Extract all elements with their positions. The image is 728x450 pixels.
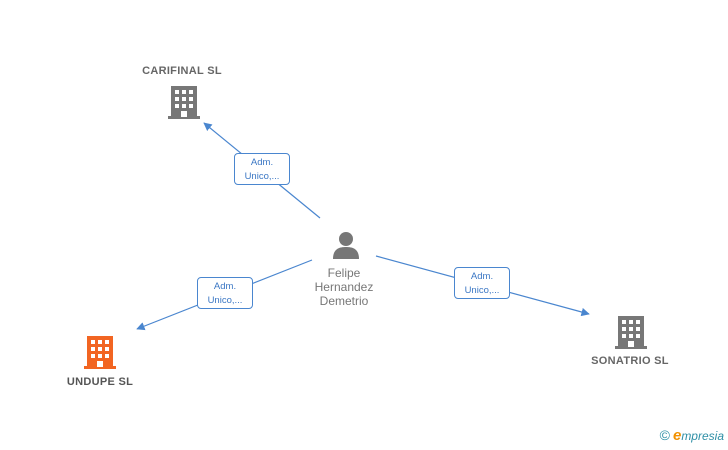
copyright-symbol: ©	[659, 427, 670, 443]
building-icon[interactable]	[168, 84, 200, 120]
brand-logo-e: e	[672, 427, 682, 444]
edge-role-line1: Adm.	[213, 281, 237, 292]
edge-role-line1: Adm.	[250, 157, 274, 168]
empresia-watermark: ©empresia	[660, 427, 724, 444]
edge-role-line2: Unico,...	[244, 171, 280, 182]
person-name-last: Demetrio	[319, 294, 369, 308]
edge-role-line2: Unico,...	[464, 285, 500, 296]
person-name-middle: Hernandez	[314, 280, 374, 294]
brand-name: mpresia	[681, 429, 724, 443]
edge-role-line1: Adm.	[470, 271, 494, 282]
company-label-carifinal[interactable]: CARIFINAL SL	[142, 65, 222, 77]
company-label-undupe[interactable]: UNDUPE SL	[66, 376, 134, 388]
person-name-first: Felipe	[327, 266, 361, 280]
person-icon[interactable]	[332, 230, 360, 260]
edge-role-line2: Unico,...	[207, 295, 243, 306]
company-label-sonatrio[interactable]: SONATRIO SL	[591, 355, 669, 367]
person-name[interactable]: Felipe Hernandez Demetrio	[294, 266, 394, 308]
building-icon[interactable]	[84, 334, 116, 370]
building-icon[interactable]	[615, 314, 647, 350]
edge-label-carifinal[interactable]: Adm. Unico,...	[234, 153, 290, 185]
edge-label-sonatrio[interactable]: Adm. Unico,...	[454, 267, 510, 299]
edge-label-undupe[interactable]: Adm. Unico,...	[197, 277, 253, 309]
